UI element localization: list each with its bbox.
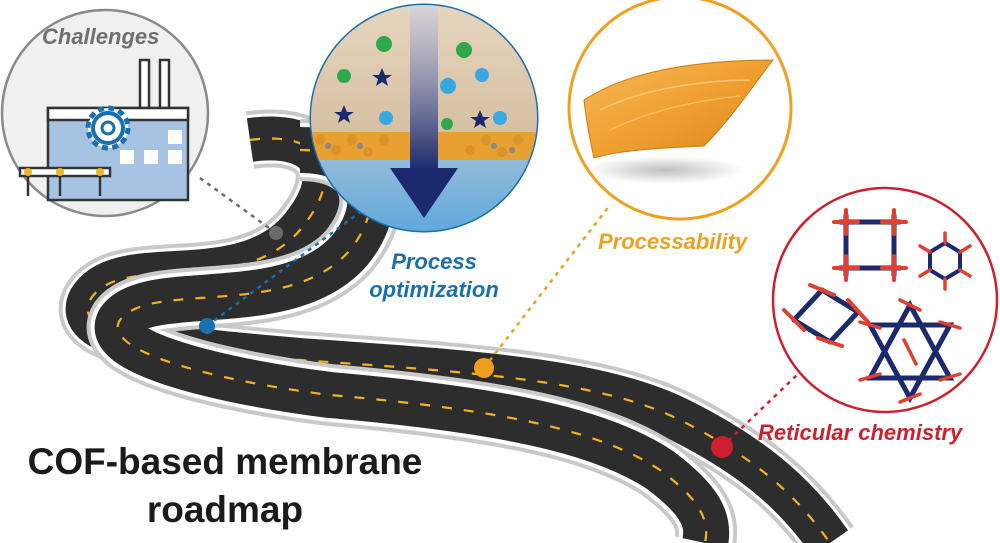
processability-circle bbox=[567, 0, 793, 221]
label-process-line2: optimization bbox=[369, 277, 499, 302]
label-challenges: Challenges bbox=[42, 24, 160, 49]
cof-lattice-icon bbox=[782, 208, 972, 404]
gear-icon bbox=[85, 105, 131, 151]
diagram-title: COF-based membrane roadmap bbox=[10, 438, 440, 534]
label-processability: Processability bbox=[598, 229, 748, 254]
connector-challenges bbox=[199, 176, 277, 235]
label-process-line1: Process bbox=[391, 249, 477, 274]
arrow-down-icon bbox=[390, 168, 458, 218]
flexible-film-icon bbox=[583, 59, 775, 159]
winding-road bbox=[58, 109, 854, 543]
reticular-circle bbox=[771, 186, 999, 414]
membrane-filtration-icon bbox=[311, 5, 537, 231]
process-optimization-circle bbox=[309, 3, 539, 233]
connector-reticular bbox=[721, 371, 801, 448]
title-line1: COF-based membrane bbox=[27, 441, 423, 482]
connector-processability bbox=[483, 204, 611, 369]
label-process-optimization: Process optimization bbox=[354, 248, 514, 304]
title-line2: roadmap bbox=[146, 489, 304, 530]
challenges-circle bbox=[0, 8, 210, 218]
conveyor-icon bbox=[18, 166, 112, 196]
label-reticular-chemistry: Reticular chemistry bbox=[758, 420, 963, 445]
